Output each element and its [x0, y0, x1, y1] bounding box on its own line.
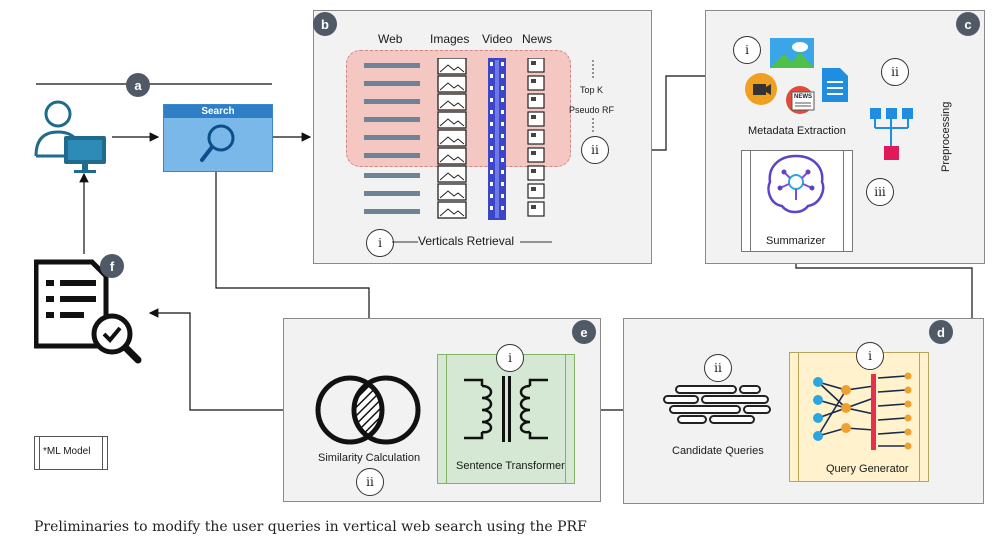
sentence-transformer-label: Sentence Transformer [456, 460, 565, 472]
badge-a: a [126, 73, 150, 97]
query-generator-label: Query Generator [826, 463, 909, 475]
brain-icon [767, 154, 825, 214]
sentence-transformer-block [437, 354, 575, 484]
badge-d: d [929, 320, 953, 344]
badge-b: b [313, 12, 337, 36]
verticals-retrieval-label: Verticals Retrieval [418, 234, 515, 248]
metadata-extraction-label: Metadata Extraction [748, 125, 846, 137]
roman-c-ii: ii [881, 58, 909, 86]
top-k-label: Top K [580, 85, 604, 95]
col-video: Video [482, 32, 513, 46]
video-file-icon [745, 73, 777, 105]
summarizer-block [741, 150, 853, 252]
summarizer-label: Summarizer [766, 235, 826, 247]
roman-d-ii: ii [704, 354, 732, 382]
neural-network-icon [813, 372, 912, 450]
verticals-columns [364, 58, 545, 220]
ml-model-label: *ML Model [43, 446, 91, 457]
transformer-coil-icon [464, 376, 548, 442]
badge-c: c [956, 12, 980, 36]
document-file-icon [822, 68, 848, 102]
col-web: Web [378, 32, 403, 46]
pseudo-rf-label: Pseudo RF [569, 105, 615, 115]
roman-c-i: i [733, 36, 761, 64]
ml-model-legend: *ML Model [34, 436, 108, 470]
col-images: Images [430, 32, 470, 46]
roman-e-ii: ii [356, 468, 384, 496]
user-computer-icon [34, 100, 106, 173]
roman-c-iii: iii [866, 178, 894, 206]
similarity-venn-icon [315, 375, 421, 445]
candidate-queries-icon [663, 385, 771, 424]
dotted-rule [592, 60, 594, 132]
roman-b-i: i [366, 229, 394, 257]
candidate-queries-label: Candidate Queries [672, 445, 764, 457]
badge-e: e [572, 320, 596, 344]
retrieval-rule [392, 241, 552, 243]
preprocessing-label: Preprocessing [940, 101, 952, 172]
roman-b-ii: ii [581, 136, 609, 164]
news-icon-text: NEWS [794, 94, 812, 100]
image-file-icon [770, 38, 814, 68]
similarity-calculation-label: Similarity Calculation [318, 452, 421, 464]
figure-caption: Preliminaries to modify the user queries… [34, 519, 587, 535]
col-news: News [522, 32, 553, 46]
roman-e-i: i [496, 344, 524, 372]
badge-f: f [100, 254, 124, 278]
search-box[interactable]: Search [163, 104, 273, 172]
news-file-icon [786, 86, 815, 114]
roman-d-i: i [856, 342, 884, 370]
preprocessing-tree-icon [870, 108, 913, 160]
magnifier-icon [200, 124, 235, 162]
results-checklist-icon [34, 259, 142, 364]
search-label: Search [164, 105, 272, 118]
